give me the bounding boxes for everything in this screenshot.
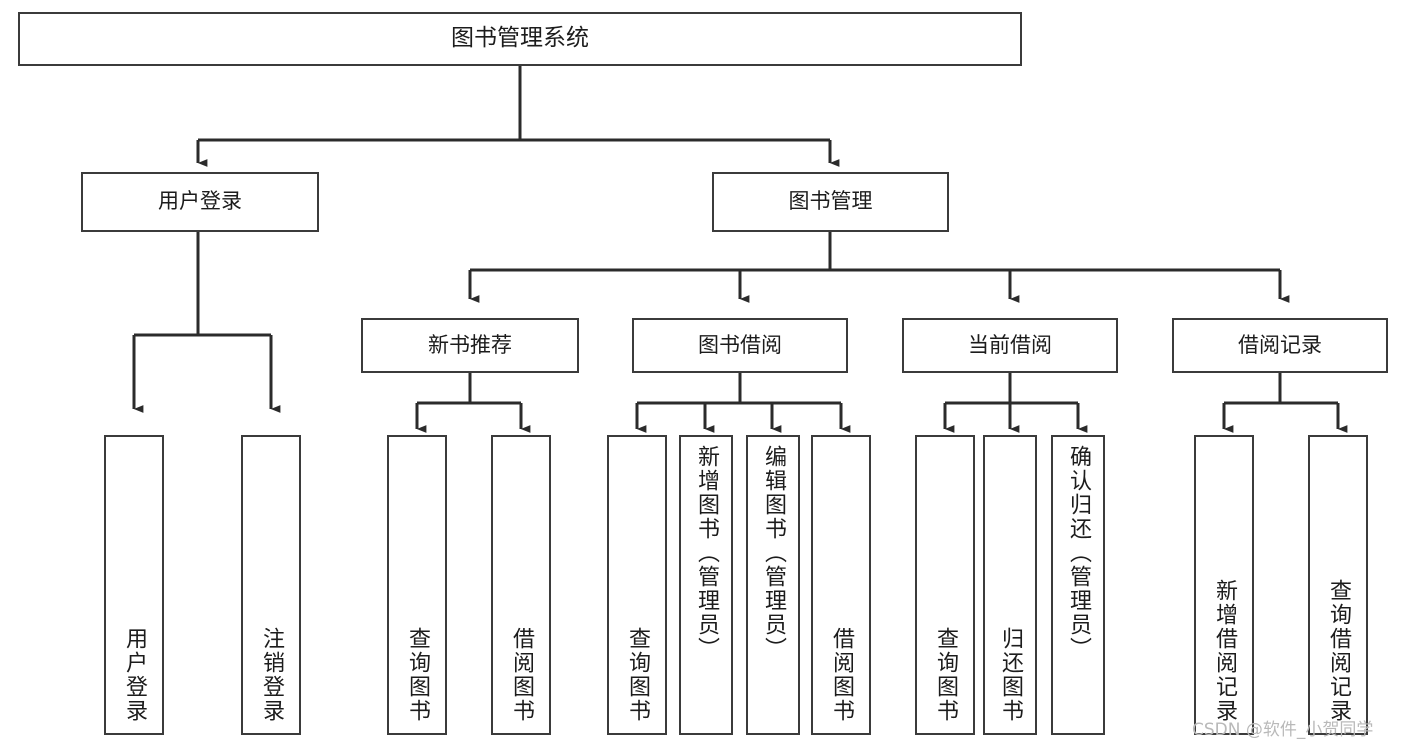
node-label: 查询图书: [405, 627, 430, 723]
leaf-return-books[interactable]: 归还图书: [983, 435, 1037, 735]
node-label: 查询图书: [933, 627, 958, 723]
node-label: 用户登录: [122, 627, 147, 723]
node-label: 注销登录: [259, 627, 284, 723]
leaf-confirm-return-admin[interactable]: 确认归还（管理员）: [1051, 435, 1105, 735]
node-label: 图书借阅: [698, 332, 782, 357]
node-label: 图书管理系统: [451, 25, 589, 52]
node-borrow-records[interactable]: 借阅记录: [1172, 318, 1388, 373]
node-new-book-recommend[interactable]: 新书推荐: [361, 318, 579, 373]
node-label: 借阅图书: [829, 627, 854, 723]
leaf-logout[interactable]: 注销登录: [241, 435, 301, 735]
node-label: 查询借阅记录: [1326, 579, 1351, 723]
node-label: 归还图书: [998, 627, 1023, 723]
node-label: 借阅图书: [509, 627, 534, 723]
node-label: 新增图书（管理员）: [694, 445, 719, 661]
node-label: 图书管理: [788, 189, 873, 214]
node-label: 用户登录: [158, 189, 242, 214]
node-label: 确认归还（管理员）: [1066, 445, 1091, 661]
leaf-edit-book-admin[interactable]: 编辑图书（管理员）: [746, 435, 800, 735]
node-book-borrow[interactable]: 图书借阅: [632, 318, 848, 373]
node-root-book-management-system[interactable]: 图书管理系统: [18, 12, 1022, 66]
node-label: 当前借阅: [968, 332, 1052, 357]
leaf-query-borrow-record[interactable]: 查询借阅记录: [1308, 435, 1368, 735]
leaf-user-login[interactable]: 用户登录: [104, 435, 164, 735]
leaf-add-borrow-record[interactable]: 新增借阅记录: [1194, 435, 1254, 735]
node-label: 新书推荐: [428, 332, 512, 357]
leaf-query-books-current[interactable]: 查询图书: [915, 435, 975, 735]
node-label: 查询图书: [625, 627, 650, 723]
leaf-add-book-admin[interactable]: 新增图书（管理员）: [679, 435, 733, 735]
node-label: 编辑图书（管理员）: [761, 445, 786, 661]
csdn-watermark: CSDN @软件_小贺同学: [1192, 720, 1374, 740]
leaf-borrow-books-borrow[interactable]: 借阅图书: [811, 435, 871, 735]
node-label: 新增借阅记录: [1212, 579, 1237, 723]
leaf-borrow-books-recommend[interactable]: 借阅图书: [491, 435, 551, 735]
node-user-login[interactable]: 用户登录: [81, 172, 319, 232]
node-book-management[interactable]: 图书管理: [712, 172, 949, 232]
leaf-query-books-recommend[interactable]: 查询图书: [387, 435, 447, 735]
leaf-query-books-borrow[interactable]: 查询图书: [607, 435, 667, 735]
node-label: 借阅记录: [1238, 332, 1322, 357]
node-current-borrow[interactable]: 当前借阅: [902, 318, 1118, 373]
